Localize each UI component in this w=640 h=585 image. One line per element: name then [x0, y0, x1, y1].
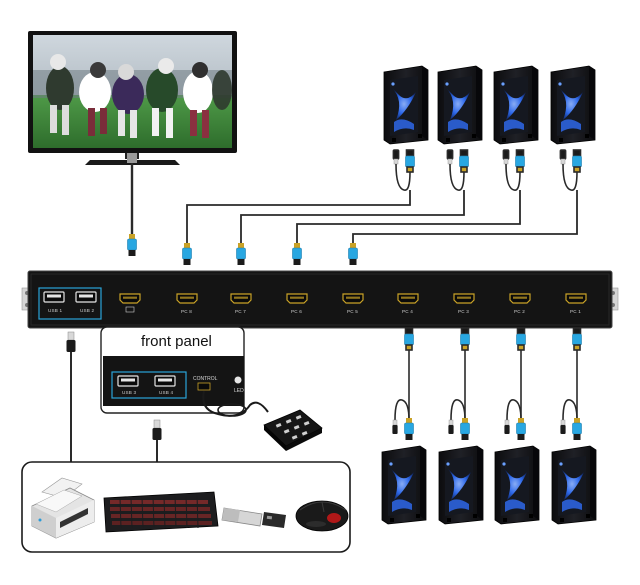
peripherals-box — [21, 461, 351, 553]
desktop-tower-icon — [550, 65, 596, 145]
football-scene — [46, 54, 232, 138]
usb-port-2 — [75, 291, 97, 303]
pc-port-label: PC 4 — [402, 309, 413, 314]
desktop-tower-icon — [494, 445, 540, 525]
keyboard-icon — [103, 491, 219, 533]
hdmi-port-pc1 — [565, 293, 587, 304]
pc-port-label: PC 6 — [291, 309, 302, 314]
desktop-tower-icon — [437, 65, 483, 145]
pc-port-label: PC 1 — [570, 309, 581, 314]
hdmi-port-pc5 — [342, 293, 364, 304]
printer-icon — [31, 477, 95, 539]
hdmi-port-pc6 — [286, 293, 308, 304]
pc-group-top — [383, 65, 596, 145]
usb-port-2-label: USB 2 — [80, 308, 95, 313]
hdmi-port-pc4 — [397, 293, 419, 304]
led-indicator — [234, 376, 242, 384]
usb-port-3 — [117, 375, 139, 387]
kvm-switch: USB 1 USB 2 PC 8 PC 7 PC 6 PC 5 PC 4 PC … — [21, 270, 619, 329]
wired-remote-switch-icon — [202, 390, 323, 451]
hdmi-output-port — [119, 293, 141, 304]
hdmi-port-pc3 — [453, 293, 475, 304]
tv-hdmi-cable — [127, 153, 137, 257]
pc-ports: PC 8 PC 7 PC 6 PC 5 PC 4 PC 3 PC 2 PC 1 — [176, 293, 587, 314]
top-pc-cables — [392, 149, 583, 191]
control-port — [197, 382, 211, 391]
pc-port-label: PC 8 — [181, 309, 192, 314]
usb-port-1 — [43, 291, 65, 303]
usb-port-1-label: USB 1 — [48, 308, 63, 313]
usb-peripheral-cable — [66, 331, 76, 462]
monitor-output-icon — [125, 306, 135, 313]
desktop-tower-icon — [383, 65, 429, 145]
front-panel-title: front panel — [141, 333, 212, 350]
bottom-pc-cables — [394, 327, 583, 421]
front-usb-cable — [152, 419, 162, 462]
usb-port-4 — [154, 375, 176, 387]
front-panel-inset: front panel USB 3 USB 4 CONTROL LED — [100, 326, 245, 414]
mouse-icon — [295, 500, 349, 532]
hdmi-port-pc7 — [230, 293, 252, 304]
usb-flash-drive-icon — [221, 507, 286, 528]
led-label: LED — [234, 388, 244, 394]
control-label: CONTROL — [193, 376, 218, 382]
desktop-tower-icon — [551, 445, 597, 525]
front-usb-group — [111, 371, 187, 399]
pc-group-bottom — [381, 445, 597, 525]
pc-port-label: PC 5 — [347, 309, 358, 314]
desktop-tower-icon — [493, 65, 539, 145]
desktop-tower-icon — [438, 445, 484, 525]
pc-port-label: PC 7 — [235, 309, 246, 314]
hdmi-port-pc2 — [509, 293, 531, 304]
routed-cables — [186, 190, 578, 244]
desktop-tower-icon — [381, 445, 427, 525]
tv-monitor-icon — [28, 31, 237, 165]
usb-port-3-label: USB 3 — [122, 390, 137, 395]
pc-port-label: PC 3 — [458, 309, 469, 314]
usb-port-group — [38, 287, 102, 320]
hdmi-port-pc8 — [176, 293, 198, 304]
usb-port-4-label: USB 4 — [159, 390, 174, 395]
pc-port-label: PC 2 — [514, 309, 525, 314]
